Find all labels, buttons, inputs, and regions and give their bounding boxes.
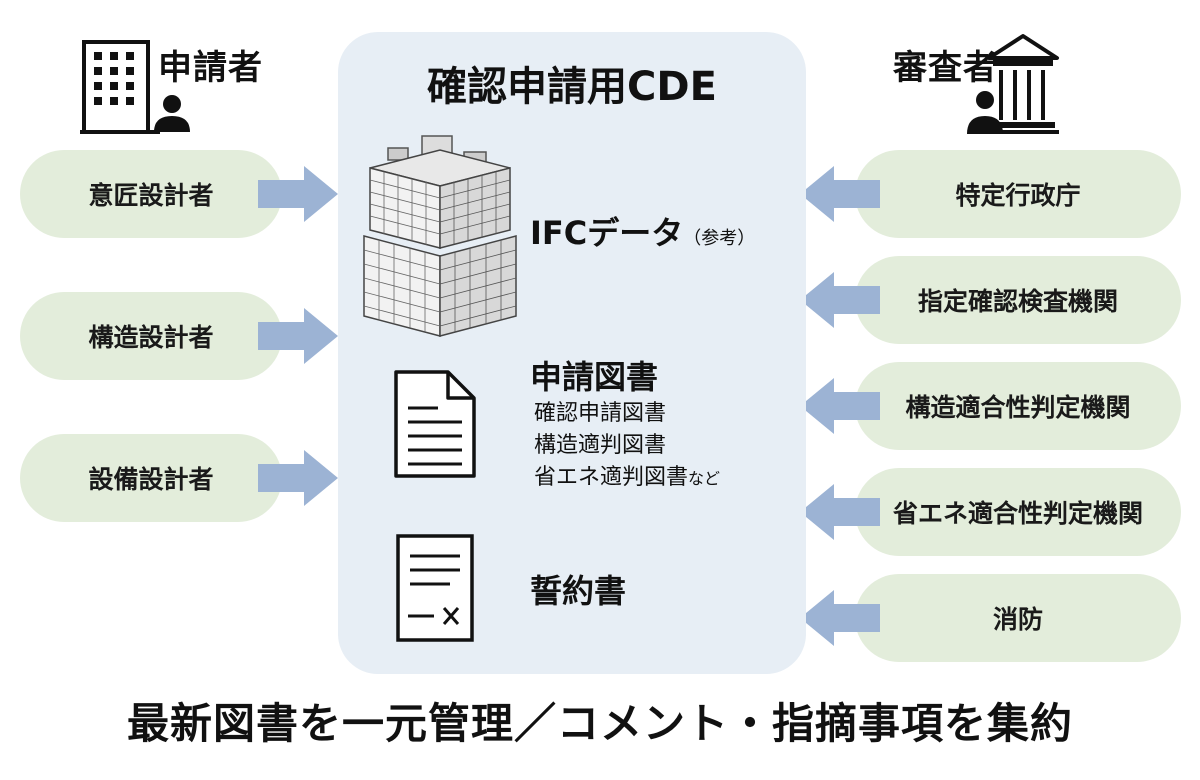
arrow-right-icon	[258, 450, 338, 506]
docs-line-with-suffix: 省エネ適判図書など	[534, 465, 721, 490]
building-model-icon	[363, 135, 517, 337]
reviewer-title: 審査者	[893, 48, 998, 88]
arrow-right-icon	[258, 166, 338, 222]
reviewer-header: 審査者	[893, 32, 1133, 136]
docs-label: 申請図書	[530, 358, 659, 396]
office-building-person-icon	[80, 40, 190, 134]
arrow-left-icon	[800, 484, 880, 540]
docs-line: 構造適判図書	[534, 433, 667, 458]
cde-panel: 確認申請用CDE	[338, 32, 806, 674]
arrow-left-icon	[800, 378, 880, 434]
arrow-left-icon	[800, 590, 880, 646]
signature-document-icon	[396, 534, 474, 642]
government-building-person-icon	[985, 34, 1059, 134]
pledge-label: 誓約書	[530, 572, 627, 610]
arrow-left-icon	[800, 166, 880, 222]
cde-title: 確認申請用CDE	[427, 64, 717, 110]
ifc-label: IFCデータ（参考）	[530, 214, 756, 252]
footer-caption: 最新図書を一元管理／コメント・指摘事項を集約	[126, 699, 1073, 748]
applicant-title: 申請者	[158, 48, 263, 88]
right-item-tokutei: 特定行政庁	[855, 150, 1181, 238]
document-icon	[394, 370, 476, 478]
docs-line: 確認申請図書	[534, 401, 667, 426]
arrow-left-icon	[800, 272, 880, 328]
left-item-equipment: 設備設計者	[20, 434, 282, 522]
applicant-header: 申請者	[80, 32, 290, 136]
right-item-shobo: 消防	[855, 574, 1181, 662]
right-item-shoene-tekihan: 省エネ適合性判定機関	[855, 468, 1181, 556]
ifc-note: （参考）	[683, 228, 756, 249]
arrow-right-icon	[258, 308, 338, 364]
right-item-kozo-tekihan: 構造適合性判定機関	[855, 362, 1181, 450]
left-item-structure: 構造設計者	[20, 292, 282, 380]
reviewer-person-icon	[967, 91, 1003, 134]
right-item-kakunin: 指定確認検査機関	[855, 256, 1181, 344]
left-item-design: 意匠設計者	[20, 150, 282, 238]
